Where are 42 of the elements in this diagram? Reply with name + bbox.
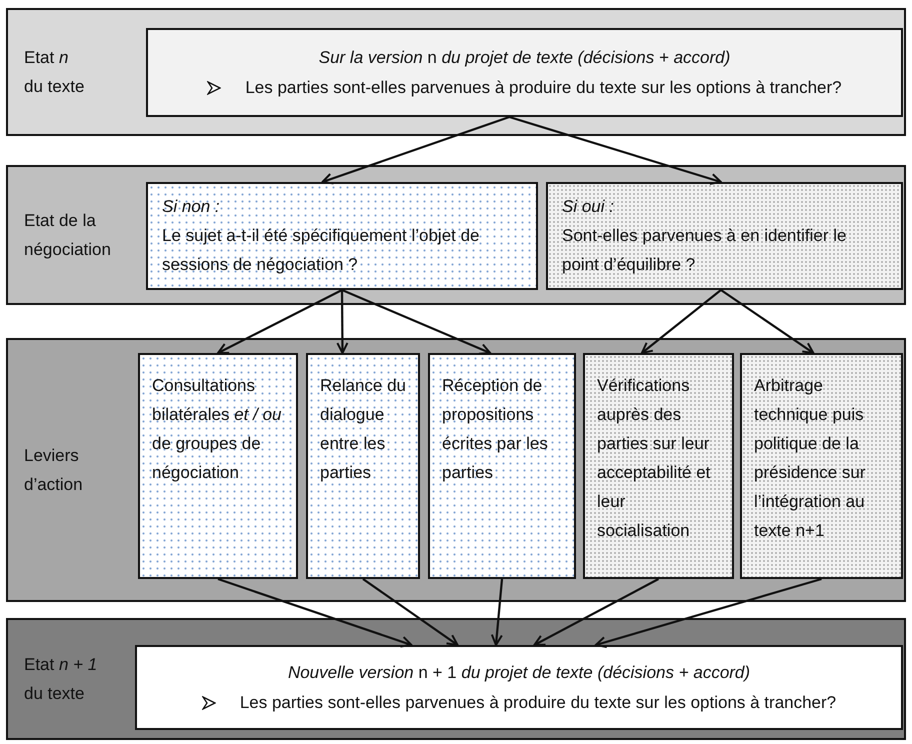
question-text: Le sujet a-t-il été spécifiquement l’objet de sessions de négociation ? <box>162 225 481 276</box>
action-lever-box <box>306 353 420 579</box>
arrow <box>336 290 348 354</box>
arrow <box>720 289 814 354</box>
version-title: Sur la version n du projet de texte (décisions + accord) <box>318 46 730 68</box>
question-text: Les parties sont-elles parvenues à produire du texte sur les options à trancher? <box>240 692 836 714</box>
lever-text: Réception de propositions écrites par les parties <box>442 375 549 484</box>
arrow <box>362 578 459 646</box>
stage-label: Etat de la négociation <box>24 210 112 261</box>
lever-text: Vérifications auprès des parties sur leur acceptabilité et leur socialisation <box>597 375 712 542</box>
stage-label: Leviers d’action <box>24 445 84 496</box>
arrow <box>321 116 510 184</box>
stage-label: Etat n + 1 du texte <box>24 654 98 705</box>
stage-band <box>6 165 906 305</box>
action-lever-box <box>138 353 298 579</box>
arrow <box>490 578 504 646</box>
lever-text: Arbitrage technique puis politique de la présidence sur l’intégration au texte n+1 <box>754 375 867 542</box>
text-version-box <box>135 645 903 730</box>
stage-band <box>6 618 906 740</box>
arrow <box>509 116 722 185</box>
condition-label: Si oui : <box>562 196 615 218</box>
question-box <box>546 182 903 290</box>
stage-label: Etat n du texte <box>24 47 86 98</box>
arrow <box>640 289 722 354</box>
arrow <box>533 578 660 646</box>
arrow <box>218 578 412 648</box>
condition-label: Si non : <box>162 196 221 218</box>
stage-band <box>6 338 906 602</box>
question-text: Les parties sont-elles parvenues à produire du texte sur les options à trancher? <box>245 76 842 98</box>
question-box <box>146 182 538 290</box>
version-title: Nouvelle version n + 1 du projet de texte (décisions + accord) <box>288 662 750 684</box>
lever-text: Relance du dialogue entre les parties <box>320 375 406 484</box>
lever-text: Consultations bilatérales et / ou de groupes de négociation <box>152 375 282 484</box>
arrow <box>342 288 492 355</box>
stage-band <box>6 8 906 136</box>
action-lever-box <box>583 353 734 579</box>
question-text: Sont-elles parvenues à en identifier le point d’équilibre ? <box>562 225 848 276</box>
action-lever-box <box>740 353 903 579</box>
arrow <box>594 578 822 648</box>
text-version-box <box>146 28 903 117</box>
action-lever-box <box>428 353 576 579</box>
arrow <box>217 289 342 354</box>
